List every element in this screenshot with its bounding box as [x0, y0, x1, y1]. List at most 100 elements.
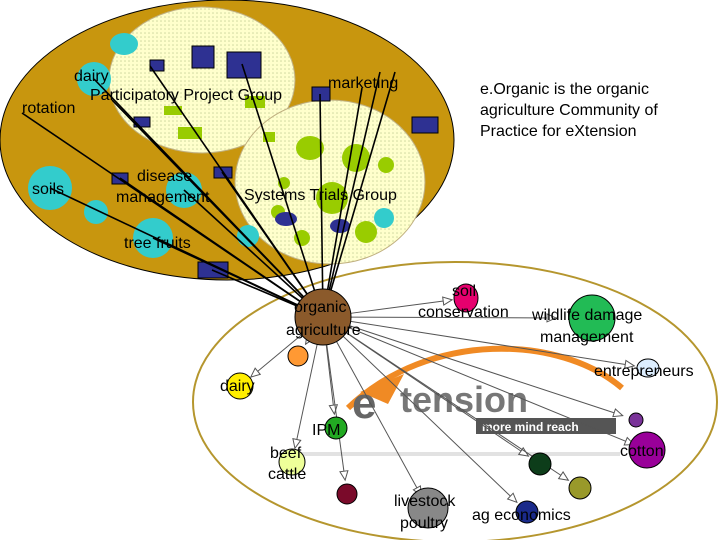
arrow-head [506, 492, 518, 504]
systems-group-region [234, 99, 426, 265]
connection-line [322, 71, 381, 318]
green-node [296, 136, 324, 160]
green-node [316, 182, 348, 214]
blue-oval-node [275, 212, 297, 226]
tree-fruits-label: tree fruits [124, 235, 191, 252]
cyan-node [374, 208, 394, 228]
rotation-label: rotation [22, 100, 75, 117]
square-node [226, 51, 262, 79]
organic-agriculture-hub[interactable] [294, 288, 352, 346]
ipm-node [324, 416, 348, 440]
green-node [263, 132, 275, 142]
soil-conservation-node [453, 283, 479, 313]
marketing-label: marketing [328, 75, 398, 92]
connection-line [322, 87, 363, 318]
top-dairy-label: dairy [74, 68, 109, 85]
dark-green-node [528, 452, 552, 476]
arrow-head [546, 313, 558, 323]
connection-lines [21, 63, 636, 504]
logo-tagline-bar [476, 418, 616, 434]
arrow-head [292, 438, 302, 450]
logo-tagline: more mind reach [482, 420, 579, 434]
ag-economics-node [515, 500, 539, 524]
connection-arrow [325, 344, 335, 415]
connection-arrow [345, 332, 529, 457]
arrow-head [612, 408, 624, 418]
logo-baseline [300, 452, 620, 456]
connection-arrow [350, 320, 635, 367]
livestock-label-line2: poultry [400, 515, 448, 532]
livestock-label-line1: livestock [394, 493, 456, 510]
community-description: e.Organic is the organic agriculture Com… [480, 81, 658, 140]
olive-node [568, 476, 592, 500]
orange-node [287, 345, 309, 367]
square-node [149, 59, 165, 72]
logo-e: e [352, 379, 376, 428]
cotton-node [628, 431, 666, 469]
connection-line [322, 71, 396, 318]
participatory-group-label: Participatory Project Group [90, 87, 282, 104]
center-label-line1: organic [294, 299, 346, 316]
green-node [342, 144, 370, 172]
arrow-head [557, 471, 570, 481]
connection-arrow [294, 344, 318, 449]
ipm-label: IPM [312, 422, 340, 439]
square-node [311, 86, 331, 102]
cyan-node [110, 33, 138, 55]
green-node [164, 106, 182, 115]
green-node [378, 157, 394, 173]
disease-label-line2: management [116, 189, 210, 206]
connection-arrow [342, 335, 518, 503]
logo-swoosh-accent [360, 374, 404, 404]
green-node [294, 230, 310, 246]
dairy-node [226, 372, 254, 400]
green-node [178, 127, 202, 139]
systems-group-label: Systems Trials Group [244, 187, 397, 204]
connection-line [221, 171, 324, 318]
extension-logo: e tension more mind reach [300, 345, 624, 456]
connection-arrow [250, 334, 302, 378]
soils-label: soils [32, 181, 64, 198]
cyan-node [237, 225, 259, 247]
connection-arrow [326, 344, 346, 481]
beef-cattle-node [278, 448, 306, 476]
wildlife-label-line1: wildlife damage [531, 307, 642, 324]
logo-swoosh [345, 345, 624, 411]
center-label-line2: agriculture [286, 322, 361, 339]
soil-label-line2: conservation [418, 304, 509, 321]
connection-arrow [346, 332, 569, 481]
logo-word: tension [400, 379, 528, 420]
cotton-label: cotton [620, 443, 664, 460]
arrow-head [249, 367, 262, 378]
connection-arrow [350, 316, 557, 319]
connection-arrow [348, 327, 635, 446]
connection-line [111, 99, 324, 318]
arrow-head [624, 359, 636, 370]
beef-label-line2: cattle [268, 466, 306, 483]
labels: dairy Participatory Project Group rotati… [22, 68, 694, 532]
bottom-node-shapes [226, 283, 666, 529]
livestock-poultry-node [407, 487, 449, 529]
arrow-head [442, 296, 454, 306]
connection-line [319, 93, 324, 318]
connection-arrow [336, 341, 422, 496]
square-node [411, 116, 439, 134]
ag-economics-label: ag economics [472, 507, 571, 524]
connection-arrow [350, 299, 453, 314]
maroon-node [336, 483, 358, 505]
entrepreneurs-label: entrepreneurs [594, 363, 694, 380]
bottom-dairy-label: dairy [220, 378, 255, 395]
wildlife-label-line2: management [540, 329, 634, 346]
green-node [355, 221, 377, 243]
square-node [191, 45, 215, 69]
connection-line [183, 189, 324, 318]
entrepreneurs-node [636, 358, 660, 378]
connection-line [152, 237, 324, 318]
purple-node [628, 412, 644, 428]
connection-line [241, 63, 324, 318]
wildlife-node [568, 294, 616, 342]
soil-label-line1: soil [452, 283, 476, 300]
arrow-head [339, 470, 349, 482]
